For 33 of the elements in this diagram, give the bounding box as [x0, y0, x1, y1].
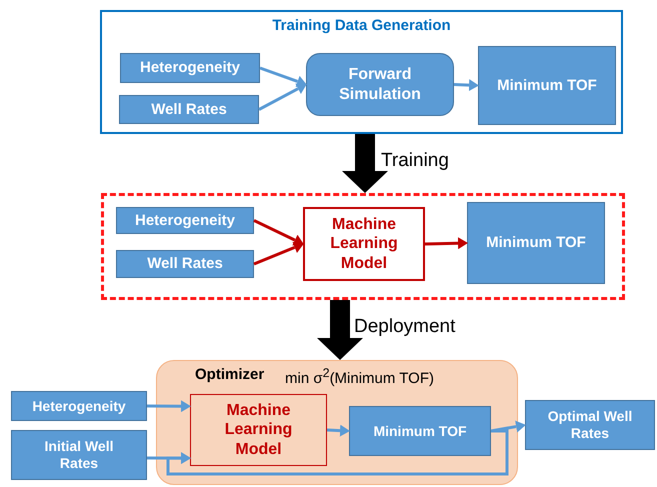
process-box: Well Rates — [119, 95, 259, 124]
block-arrow — [342, 134, 388, 193]
arrow — [146, 400, 191, 412]
process-box: Heterogeneity — [11, 391, 147, 421]
arrow — [258, 83, 307, 111]
group-frame — [101, 193, 625, 300]
process-box: Optimal Well Rates — [525, 400, 655, 450]
simulation-box: Forward Simulation — [306, 53, 454, 116]
arrow — [166, 430, 508, 476]
arrow — [260, 66, 307, 88]
arrow — [490, 420, 526, 432]
arrow — [424, 237, 468, 250]
edge-label: Training — [381, 150, 449, 172]
process-box: Minimum TOF — [349, 406, 491, 456]
process-box: Heterogeneity — [116, 207, 254, 234]
arrow — [326, 424, 350, 437]
group-panel — [156, 360, 518, 485]
group-title: Training Data Generation — [271, 17, 452, 35]
group-title: Optimizer — [195, 366, 264, 384]
process-box: Minimum TOF — [478, 46, 616, 125]
group-frame — [100, 10, 623, 134]
arrow — [454, 79, 479, 92]
objective-formula: min σ$^{2}$(Minimum TOF) — [285, 366, 434, 388]
edge-label: Deployment — [354, 316, 456, 338]
arrow — [253, 219, 304, 246]
process-box: Heterogeneity — [120, 53, 260, 83]
model-box: Machine Learning Model — [303, 207, 425, 281]
block-arrow — [317, 300, 363, 360]
model-box: Machine Learning Model — [190, 394, 327, 466]
arrow — [253, 242, 304, 266]
process-box: Initial Well Rates — [11, 430, 147, 480]
process-box: Minimum TOF — [467, 202, 605, 284]
process-box: Well Rates — [116, 250, 254, 278]
